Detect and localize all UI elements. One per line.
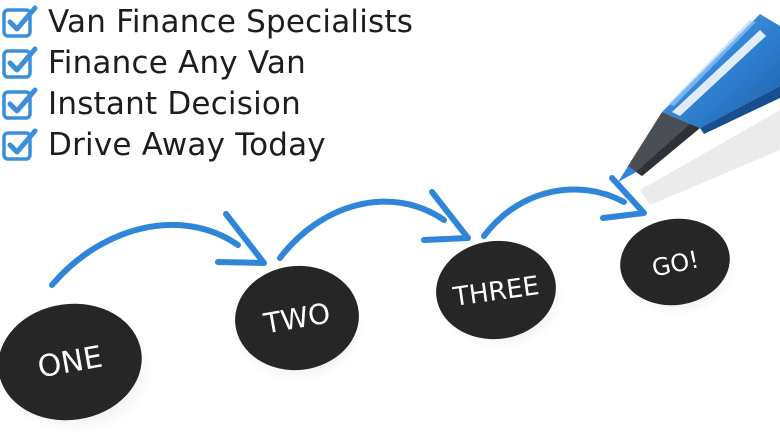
arrow-one-to-two bbox=[49, 211, 267, 288]
checklist-item-finance-any-van: Finance Any Van bbox=[0, 41, 306, 85]
arrow-three-to-go bbox=[481, 175, 647, 239]
checklist-item-van-finance-specialists: Van Finance Specialists bbox=[0, 0, 413, 44]
step-two-circle: TWO bbox=[235, 265, 359, 371]
checkbox-checked-icon bbox=[2, 46, 38, 79]
checkbox-checked-icon bbox=[2, 128, 38, 161]
pen-shadow bbox=[640, 110, 780, 205]
arrow-two-to-three bbox=[277, 189, 471, 261]
step-go-circle: GO! bbox=[620, 218, 730, 306]
checkbox-checked-icon bbox=[2, 87, 38, 120]
step-one-circle: ONE bbox=[0, 303, 142, 421]
checklist-item-drive-away-today: Drive Away Today bbox=[0, 123, 326, 167]
checklist-item-label: Van Finance Specialists bbox=[48, 4, 414, 40]
step-three-circle: THREE bbox=[436, 240, 556, 340]
checkbox-checked-icon bbox=[2, 5, 38, 38]
checklist-item-label: Drive Away Today bbox=[48, 127, 326, 163]
checklist-item-label: Finance Any Van bbox=[48, 45, 306, 81]
pen-illustration bbox=[618, 14, 780, 182]
checklist-item-instant-decision: Instant Decision bbox=[0, 82, 301, 126]
checklist-item-label: Instant Decision bbox=[48, 86, 301, 122]
